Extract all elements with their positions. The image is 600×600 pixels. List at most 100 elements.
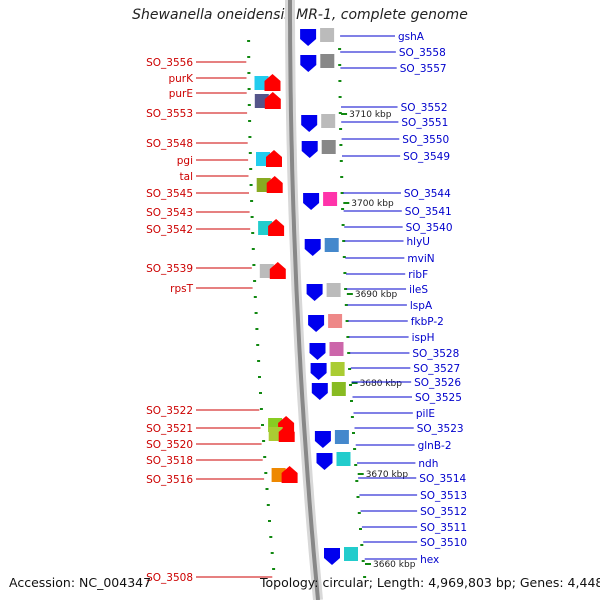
kbp-marker: 3690 kbp	[355, 290, 398, 300]
reverse-gene-arrow	[301, 115, 318, 132]
tick-mark	[253, 280, 257, 282]
reverse-gene-label: SO_3525	[415, 392, 462, 404]
tick-mark	[342, 240, 346, 242]
tick-mark	[350, 400, 353, 402]
reverse-gene-box	[329, 342, 344, 356]
forward-gene-label: SO_3556	[146, 57, 193, 69]
forward-gene-label: purK	[168, 73, 194, 85]
reverse-gene-label: SO_3549	[403, 151, 450, 163]
reverse-gene-label: ribF	[408, 269, 428, 281]
tick-mark	[345, 320, 349, 322]
reverse-gene-box	[330, 362, 345, 376]
kbp-marker: 3700 kbp	[351, 199, 394, 209]
tick-mark	[248, 120, 252, 122]
reverse-gene-box	[326, 283, 341, 297]
reverse-gene-box	[331, 382, 346, 396]
reverse-gene-label: SO_3514	[419, 473, 466, 485]
tick-mark	[353, 448, 357, 450]
reverse-gene-box	[320, 54, 335, 68]
tick-mark	[259, 408, 263, 410]
tick-mark	[341, 208, 345, 210]
tick-mark	[339, 128, 343, 130]
tick-mark	[254, 312, 258, 314]
accession-text: Accession: NC_004347	[9, 575, 152, 590]
tick-mark	[265, 488, 269, 490]
tick-mark	[261, 424, 264, 426]
forward-gene-label: SO_3542	[146, 224, 193, 236]
forward-gene-arrow	[268, 219, 285, 236]
forward-gene-label: purE	[169, 88, 193, 100]
tick-mark	[249, 184, 253, 186]
forward-gene-label: pgi	[177, 155, 193, 167]
reverse-gene-box	[334, 430, 349, 444]
reverse-gene-label: SO_3541	[405, 206, 452, 218]
tick-mark	[356, 496, 360, 498]
tick-mark	[346, 336, 350, 338]
reverse-gene-label: SO_3510	[420, 537, 467, 549]
tick-mark	[268, 520, 271, 522]
reverse-gene-box	[321, 140, 336, 154]
tick-mark	[342, 256, 346, 258]
reverse-gene-box	[323, 192, 338, 206]
tick-mark	[253, 296, 257, 298]
tick-mark	[340, 176, 344, 178]
reverse-gene-label: pilE	[416, 408, 435, 420]
reverse-gene-arrow	[324, 548, 340, 565]
reverse-gene-box	[320, 28, 335, 42]
tick-mark	[344, 288, 348, 290]
reverse-gene-label: hex	[420, 554, 439, 566]
tick-mark	[340, 192, 344, 194]
tick-mark	[349, 384, 352, 386]
tick-mark	[270, 552, 274, 554]
tick-mark	[247, 104, 251, 106]
tick-mark	[354, 464, 358, 466]
forward-gene-label: SO_3545	[146, 188, 193, 200]
forward-gene-arrow	[269, 262, 286, 279]
tick-mark	[257, 360, 261, 362]
kbp-marker: 3670 kbp	[366, 470, 409, 480]
reverse-gene-label: SO_3526	[414, 377, 461, 389]
tick-mark	[352, 432, 355, 434]
forward-gene-label: SO_3520	[146, 439, 193, 451]
reverse-gene-label: SO_3511	[420, 522, 467, 534]
reverse-gene-label: SO_3513	[420, 490, 467, 502]
reverse-gene-arrow	[304, 239, 321, 256]
reverse-gene-arrow	[300, 55, 317, 72]
forward-gene-label: SO_3539	[146, 263, 193, 275]
reverse-gene-arrow	[314, 431, 331, 448]
reverse-gene-arrow	[300, 29, 317, 46]
reverse-gene-arrow	[308, 315, 325, 332]
forward-gene-label: SO_3548	[146, 138, 193, 150]
tick-mark	[359, 528, 362, 530]
forward-gene-arrow	[266, 176, 283, 193]
reverse-gene-label: SO_3557	[400, 63, 447, 75]
forward-gene-arrow	[264, 74, 281, 91]
tick-mark	[343, 272, 347, 274]
reverse-gene-arrow	[306, 284, 323, 301]
tick-mark	[251, 232, 255, 234]
reverse-gene-arrow	[311, 383, 328, 400]
tick-mark	[247, 88, 251, 90]
tick-mark	[348, 368, 352, 370]
tick-mark	[247, 56, 251, 58]
tick-mark	[263, 456, 267, 458]
reverse-gene-label: ispH	[412, 332, 435, 344]
tick-mark	[259, 392, 262, 394]
tick-mark	[357, 512, 361, 514]
reverse-gene-label: SO_3551	[401, 117, 448, 129]
tick-mark	[247, 72, 251, 74]
tick-mark	[338, 48, 342, 50]
tick-mark	[251, 248, 255, 250]
reverse-gene-label: SO_3558	[399, 47, 446, 59]
reverse-gene-label: SO_3512	[420, 506, 467, 518]
forward-gene-label: tal	[180, 171, 193, 183]
forward-gene-arrow	[264, 92, 281, 109]
reverse-gene-label: ileS	[409, 284, 428, 296]
reverse-gene-label: SO_3523	[417, 423, 464, 435]
forward-gene-arrow	[278, 425, 295, 442]
tick-mark	[355, 480, 359, 482]
reverse-gene-box	[328, 314, 343, 328]
kbp-marker: 3660 kbp	[373, 560, 416, 570]
reverse-gene-label: SO_3540	[406, 222, 453, 234]
